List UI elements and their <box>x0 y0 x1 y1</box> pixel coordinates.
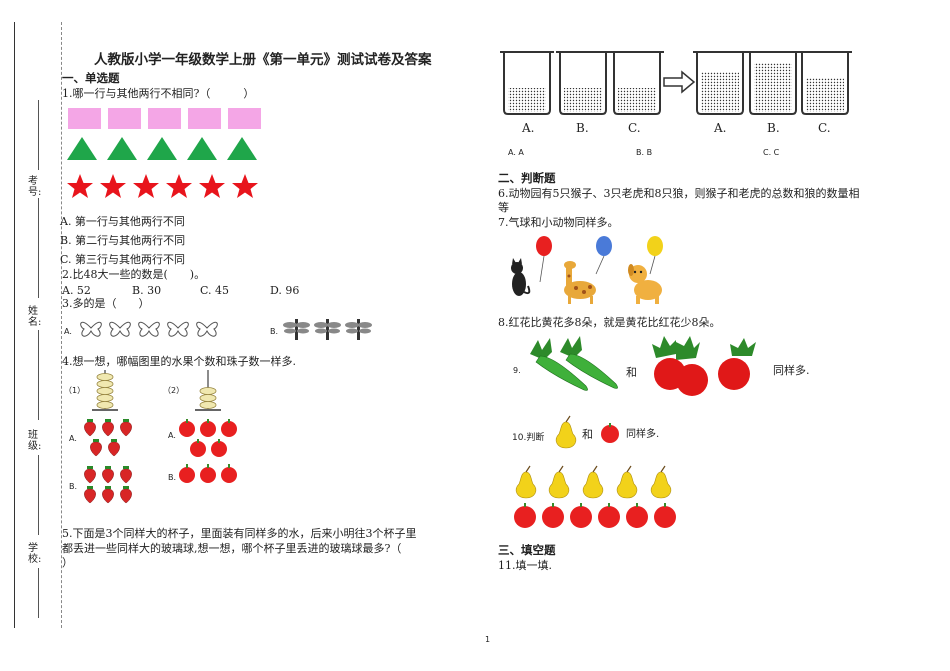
q1-option-a[interactable]: A. 第一行与其他两行不同 <box>60 215 185 228</box>
page-title: 人教版小学一年级数学上册《第一单元》测试试卷及答案 <box>94 52 432 68</box>
q4-2-option-b-label[interactable]: B. <box>168 473 177 482</box>
pears-row-figure <box>515 465 672 499</box>
q11-stem: 11.填一填. <box>498 559 552 572</box>
dragonflies-figure <box>283 319 372 340</box>
radishes-figure <box>652 336 756 396</box>
q4-1-option-b-label[interactable]: B. <box>69 482 78 491</box>
q7-stem: 7.气球和小动物同样多。 <box>498 216 619 229</box>
q5-option-a[interactable]: A. A <box>508 148 524 157</box>
class-field-line[interactable] <box>38 455 39 535</box>
q2-option-d[interactable]: D. 96 <box>270 284 300 297</box>
binding-line-dashed <box>61 22 62 628</box>
q9-and: 和 <box>626 366 637 379</box>
exam-number-field-line-2[interactable] <box>38 198 39 298</box>
q3-option-b-label[interactable]: B. <box>270 327 279 336</box>
cup-b-after <box>746 51 800 115</box>
carrots-figure <box>530 336 618 391</box>
q5-option-b[interactable]: B. B <box>636 148 653 157</box>
cup-label-c: C. <box>628 121 641 135</box>
q2-option-b[interactable]: B. 30 <box>132 284 162 297</box>
class-label: 班级: <box>28 430 42 452</box>
cup-a-before <box>500 51 554 115</box>
balloons-animals-figure <box>511 236 663 304</box>
section-heading-1: 一、单选题 <box>62 71 120 85</box>
cup-label-b-after: B. <box>767 121 780 135</box>
cat-icon <box>511 258 531 296</box>
binding-line <box>14 22 15 628</box>
cup-label-a: A. <box>522 121 535 135</box>
butterflies-figure <box>80 321 218 337</box>
pear-icon <box>555 415 577 449</box>
q1-stem: 1.哪一行与其他两行不相同?（ ） <box>62 87 255 100</box>
abacus-1-icon <box>92 370 118 411</box>
cup-label-a-after: A. <box>714 121 727 135</box>
red-stars <box>67 174 258 198</box>
q3-option-a-label[interactable]: A. <box>64 327 72 336</box>
q1-option-b[interactable]: B. 第二行与其他两行不同 <box>60 234 186 247</box>
balloon-blue-icon <box>595 236 612 275</box>
cup-a-after <box>693 51 747 115</box>
cups-figure <box>500 51 852 115</box>
exam-number-field-line[interactable] <box>38 100 39 170</box>
green-triangles <box>67 137 257 160</box>
cup-c-before <box>610 51 664 115</box>
q10-same: 同样多. <box>626 429 660 440</box>
q4-group-2-label: （2） <box>163 386 185 395</box>
q5-line-2: 都丢进一些同样大的玻璃球,想一想，哪个杯子里丢进的玻璃球最多?（ <box>62 542 402 555</box>
dog-icon <box>628 264 662 304</box>
school-field-line[interactable] <box>38 568 39 618</box>
name-field-line[interactable] <box>38 330 39 420</box>
q6-line-1: 6.动物园有5只猴子、3只老虎和8只狼，则猴子和老虎的总数和狼的数量相 <box>498 187 860 200</box>
exam-number-label: 考号: <box>28 176 42 198</box>
balloon-yellow-icon <box>647 236 663 275</box>
q1-rows-figure <box>67 108 261 198</box>
school-label: 学校: <box>28 543 42 565</box>
cup-b-before <box>556 51 610 115</box>
q2-option-a[interactable]: A. 52 <box>62 284 91 297</box>
giraffe-icon <box>564 261 596 304</box>
q6-line-2: 等 <box>498 201 509 214</box>
strawberries-1a-figure <box>84 419 132 457</box>
q4-2-option-a-label[interactable]: A. <box>168 431 176 440</box>
q4-group-1-label: （1） <box>64 386 86 395</box>
apples-2b-figure <box>179 464 237 483</box>
q2-stem: 2.比48大一些的数是( )。 <box>62 268 206 281</box>
q5-line-1: 5.下面是3个同样大的杯子，里面装有同样多的水，后来小明往3个杯子里 <box>62 527 417 540</box>
pink-rectangles <box>68 108 261 129</box>
apple-icon <box>601 423 619 443</box>
cup-label-c-after: C. <box>818 121 831 135</box>
q4-stem: 4.想一想，哪幅图里的水果个数和珠子数一样多. <box>62 355 296 368</box>
arrow-right-icon <box>663 70 696 94</box>
q1-option-c[interactable]: C. 第三行与其他两行不同 <box>60 253 186 266</box>
q9-same: 同样多. <box>773 364 810 377</box>
q4-1-option-a-label[interactable]: A. <box>69 434 77 443</box>
section-heading-3: 三、填空题 <box>498 543 556 557</box>
q3-stem: 3.多的是（ ） <box>62 297 150 310</box>
q5-line-3: ） <box>62 556 73 569</box>
q9-number: 9. <box>513 366 521 375</box>
section-heading-2: 二、判断题 <box>498 171 556 185</box>
q10-and: 和 <box>582 428 593 441</box>
q2-option-c[interactable]: C. 45 <box>200 284 230 297</box>
q8-stem: 8.红花比黄花多8朵，就是黄花比红花少8朵。 <box>498 316 721 329</box>
abacus-2-icon <box>195 370 221 411</box>
apples-2a-figure <box>179 419 237 457</box>
name-label: 姓名: <box>28 306 42 328</box>
page-number: 1 <box>485 635 491 644</box>
cup-label-b: B. <box>576 121 589 135</box>
apples-row-figure <box>514 503 676 528</box>
q5-option-c[interactable]: C. C <box>763 148 780 157</box>
strawberries-1b-figure <box>84 466 132 504</box>
balloon-red-icon <box>536 236 552 283</box>
q10-judge: 10.判断 <box>512 433 545 443</box>
cup-c-after <box>798 51 852 115</box>
